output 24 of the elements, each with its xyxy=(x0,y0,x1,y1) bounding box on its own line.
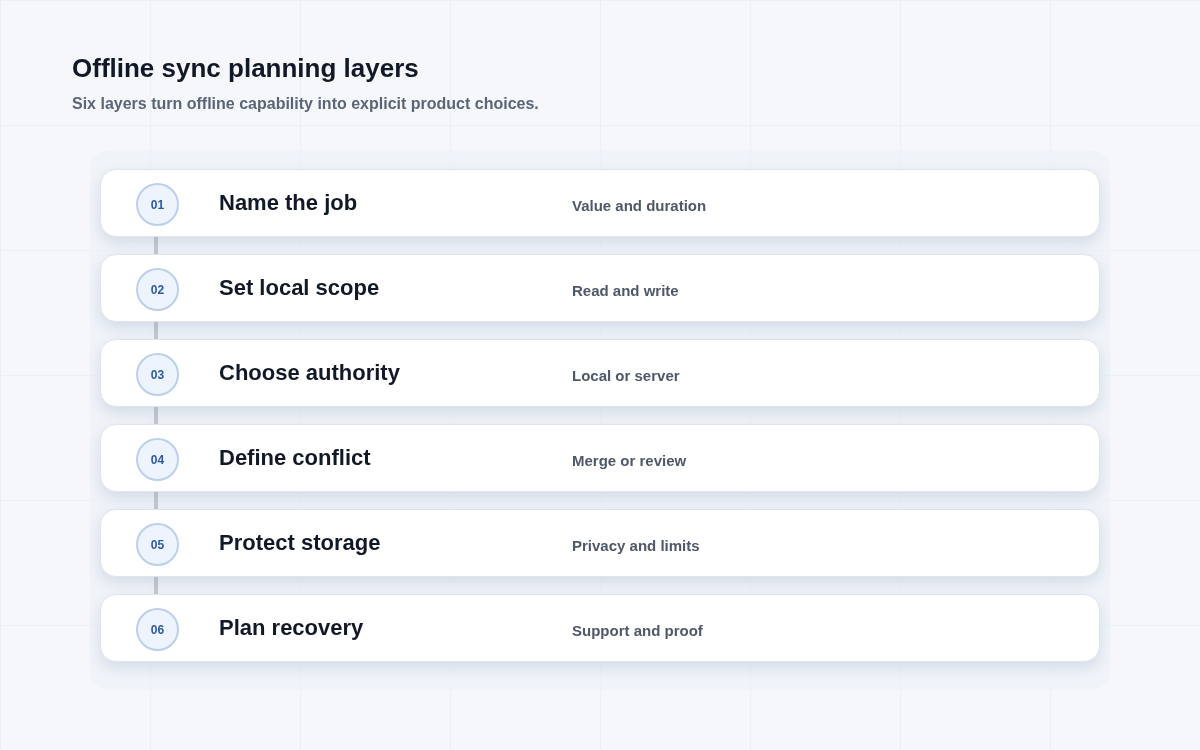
layer-card xyxy=(100,509,1100,577)
layer-card xyxy=(100,254,1100,322)
connector-line xyxy=(154,577,158,594)
layer-title: Protect storage xyxy=(219,530,381,556)
layer-title: Name the job xyxy=(219,190,358,216)
layer-title: Define conflict xyxy=(219,445,371,471)
layer-detail: Read and write xyxy=(572,282,679,300)
layer-detail: Support and proof xyxy=(572,622,703,640)
connector-line xyxy=(154,492,158,509)
connector-line xyxy=(154,407,158,424)
diagram-subtitle: Six layers turn offline capability into explicit product choices. xyxy=(72,94,539,114)
layer-title: Choose authority xyxy=(219,360,400,386)
layer-card xyxy=(100,339,1100,407)
layer-card xyxy=(100,169,1100,237)
layer-detail: Local or server xyxy=(572,367,680,385)
layer-detail: Privacy and limits xyxy=(572,537,700,555)
layer-detail: Merge or review xyxy=(572,452,687,470)
layer-title: Plan recovery xyxy=(219,615,364,641)
layer-card xyxy=(100,594,1100,662)
connector-line xyxy=(154,322,158,339)
layer-detail: Value and duration xyxy=(572,197,707,215)
layer-title: Set local scope xyxy=(219,275,380,301)
diagram-title: Offline sync planning layers xyxy=(72,52,419,84)
layer-card xyxy=(100,424,1100,492)
